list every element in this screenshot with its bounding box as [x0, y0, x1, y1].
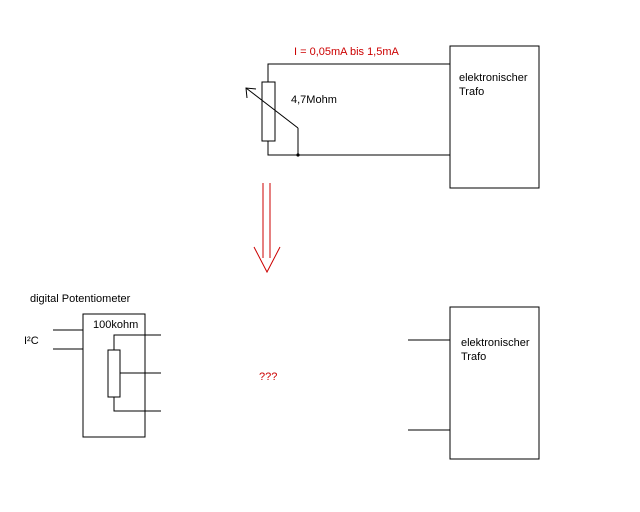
variable-resistor — [261, 81, 276, 142]
junction-dot — [296, 153, 300, 157]
chip-terminal-top — [113, 334, 161, 350]
top-circuit: I = 0,05mA bis 1,5mA 4,7Mohm elektronisc… — [245, 45, 540, 189]
top-wire-upper — [267, 63, 450, 82]
i2c-label: I²C — [24, 335, 39, 347]
variable-arrow-icon — [245, 87, 299, 129]
unknown-connection-label: ??? — [259, 371, 277, 383]
resistor-value-label: 4,7Mohm — [291, 94, 337, 106]
top-trafo-label-line2: Trafo — [459, 86, 484, 98]
top-trafo-label-line1: elektronischer — [459, 72, 528, 84]
current-label: I = 0,05mA bis 1,5mA — [294, 46, 400, 58]
transition-arrow-icon — [253, 183, 281, 274]
top-wire-lower — [267, 141, 450, 156]
bottom-trafo-box — [449, 306, 540, 460]
chip-title: digital Potentiometer — [30, 293, 131, 305]
bottom-circuit: digital Potentiometer 100kohm I²C ??? el… — [24, 293, 540, 460]
top-trafo-box — [449, 45, 540, 189]
bottom-trafo-label-line1: elektronischer — [461, 337, 530, 349]
chip-value-label: 100kohm — [93, 319, 138, 331]
bottom-trafo-label-line2: Trafo — [461, 351, 486, 363]
chip-terminal-bottom — [113, 397, 161, 412]
chip-internal-resistor — [107, 349, 121, 398]
